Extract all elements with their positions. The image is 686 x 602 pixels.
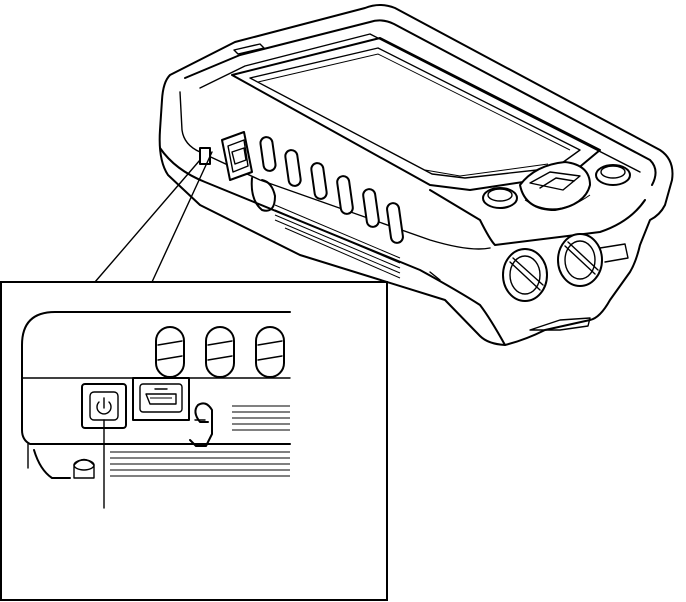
detail-frame xyxy=(0,281,388,601)
detail-stand xyxy=(33,449,71,479)
callout-leader-left xyxy=(94,159,201,283)
side-usb-port[interactable] xyxy=(221,131,253,181)
detail-cable-loop xyxy=(189,402,213,447)
detail-vent-lines xyxy=(110,405,290,477)
device-top-edge xyxy=(184,19,657,186)
usb-port-icon xyxy=(145,388,177,405)
front-lower-edge xyxy=(429,189,646,246)
base-rim xyxy=(159,147,506,346)
device-body-outline xyxy=(158,4,674,346)
side-grip-slots xyxy=(259,136,404,244)
round-connectors xyxy=(502,233,629,302)
center-key[interactable] xyxy=(519,161,591,211)
handheld-device xyxy=(158,4,674,346)
device-top-inner-edge xyxy=(199,33,641,173)
usb-port-detail[interactable] xyxy=(132,377,190,421)
left-button[interactable] xyxy=(482,187,518,209)
bottom-latch xyxy=(529,317,591,331)
detail-grip-slots xyxy=(155,326,285,378)
detail-body-outline xyxy=(21,311,291,445)
callout-leader-right xyxy=(151,151,213,283)
right-button[interactable] xyxy=(595,164,631,186)
power-button-detail[interactable] xyxy=(81,383,127,429)
detail-inset xyxy=(0,281,388,601)
top-slot xyxy=(233,43,265,55)
side-power-button[interactable] xyxy=(199,147,211,165)
power-icon xyxy=(96,397,112,415)
